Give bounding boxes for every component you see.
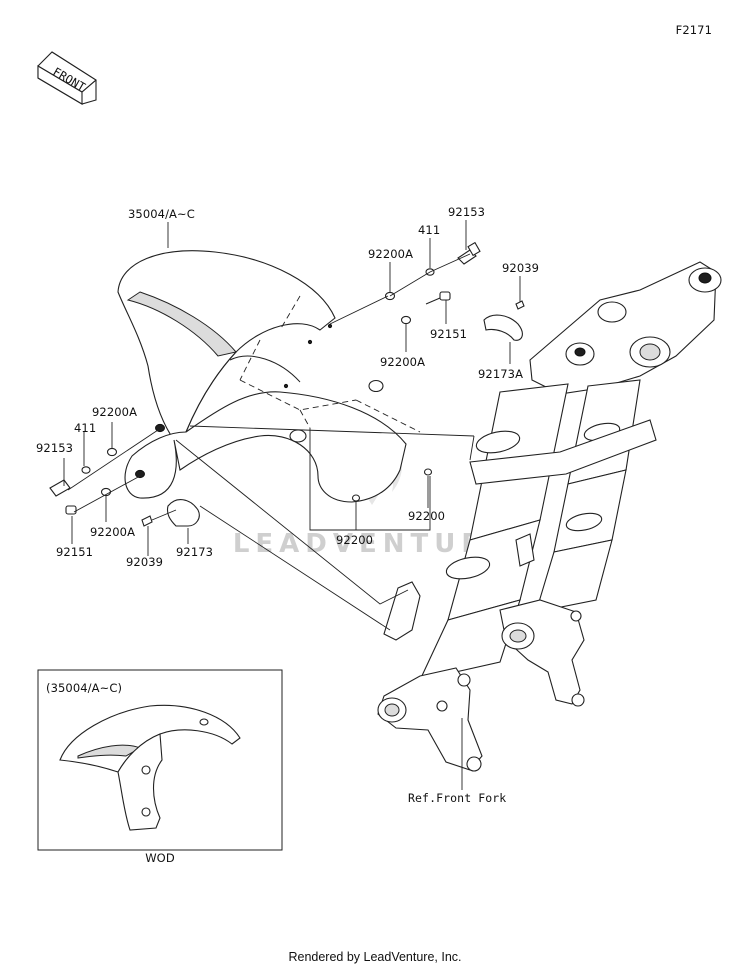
label-bracket-upper: 92173A	[478, 367, 523, 381]
label-spacer-left-upper: 92200A	[92, 405, 137, 419]
label-washer-upper: 411	[418, 223, 440, 237]
label-fork-ref: Ref.Front Fork	[408, 791, 506, 805]
label-bolt-mid: 92151	[430, 327, 467, 341]
front-fender	[117, 250, 421, 503]
inset-title: (35004/A~C)	[46, 681, 122, 695]
label-spacer-left-lower: 92200A	[90, 525, 135, 539]
label-bolt-left: 92153	[36, 441, 73, 455]
diagram-code: F2171	[676, 23, 712, 37]
inset-caption: WOD	[145, 851, 175, 865]
label-spacer-right: 92200	[408, 509, 445, 523]
hardware-upper-right	[351, 241, 525, 502]
label-bracket-left: 92173	[176, 545, 213, 559]
label-fender: 35004/A~C	[128, 207, 195, 221]
part-labels: 35004/A~C 92153 411 92200A 92039 92151 9…	[36, 205, 539, 805]
label-spacer-bottom: 92200	[336, 533, 373, 547]
label-spacer-mid: 92200A	[380, 355, 425, 369]
watermark-text: LEADVENTURE	[233, 529, 511, 559]
label-spacer-upper: 92200A	[368, 247, 413, 261]
label-bolt-upper: 92153	[448, 205, 485, 219]
hardware-left	[49, 447, 200, 527]
label-bolt-left-lower: 92151	[56, 545, 93, 559]
label-screw-upper: 92039	[502, 261, 539, 275]
label-screw-left: 92039	[126, 555, 163, 569]
leader-lines	[63, 220, 521, 790]
label-washer-left: 411	[74, 421, 96, 435]
front-arrow-icon: FRONT	[37, 51, 97, 105]
front-fork	[377, 261, 722, 772]
inset-wod-variant: (35004/A~C) WOD	[37, 669, 283, 865]
footer-credit: Rendered by LeadVenture, Inc.	[288, 950, 462, 964]
